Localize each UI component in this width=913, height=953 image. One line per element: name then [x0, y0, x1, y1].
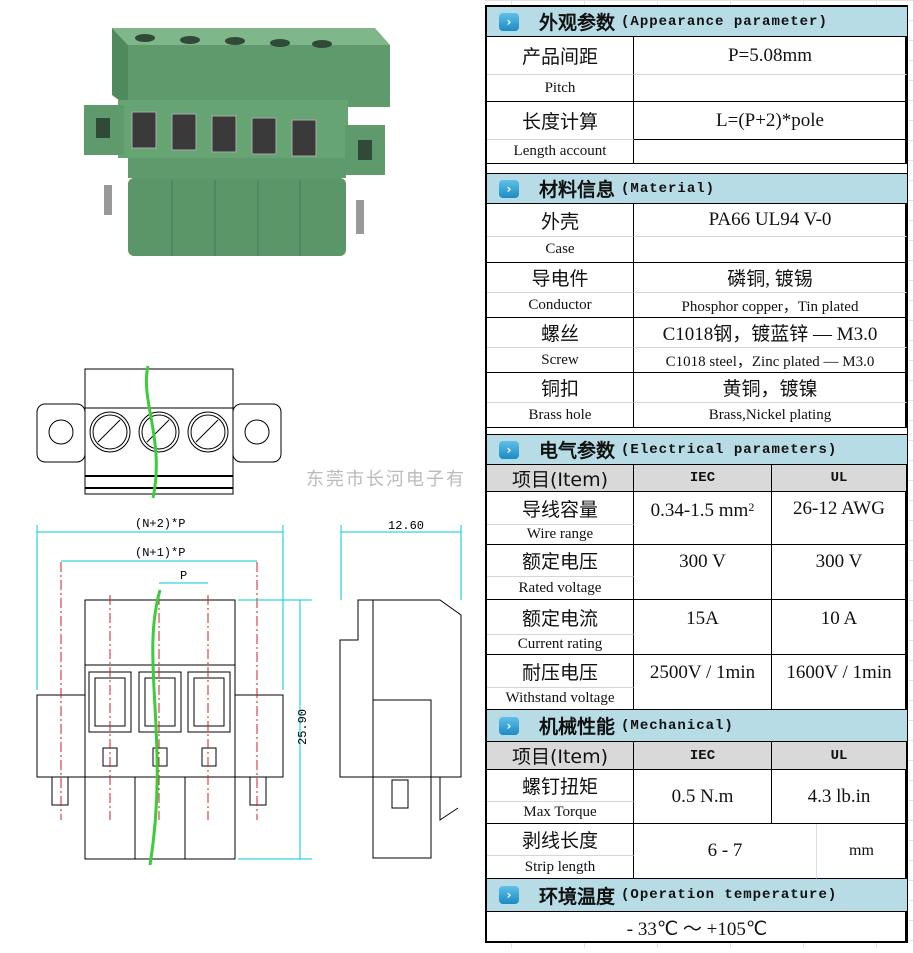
spacer-row	[487, 428, 907, 435]
dim-label-pitch: P	[180, 569, 187, 583]
spacer-row	[487, 164, 907, 174]
superscript: 2	[748, 500, 755, 514]
value-iec: 300 V	[634, 545, 772, 600]
label-zh: 额定电压	[487, 545, 634, 577]
value-strip-unit: mm	[817, 824, 907, 879]
label-zh: 螺丝	[487, 318, 634, 348]
value-zh: C1018钢，镀蓝锌 — M3.0	[634, 318, 907, 348]
value-en	[634, 237, 907, 263]
value-en: Phosphor copper，Tin plated	[634, 293, 907, 318]
label-en: Case	[487, 237, 634, 263]
chevron-right-icon: ›	[499, 179, 519, 198]
side-view-drawing	[339, 599, 462, 859]
item-header: 项目(Item)	[487, 742, 634, 770]
label-zh: 螺钉扭矩	[487, 770, 634, 802]
value-text: 0.34-1.5 mm	[650, 500, 749, 521]
section-header-appearance: ›外观参数(Appearance parameter)	[487, 7, 907, 37]
chevron-right-icon: ›	[499, 886, 519, 904]
label-zh: 耐压电压	[487, 655, 634, 688]
item-header: 项目(Item)	[487, 465, 634, 492]
label-zh: 剥线长度	[487, 824, 634, 856]
iec-header: IEC	[634, 465, 772, 492]
section-header-mechanical: ›机械性能(Mechanical)	[487, 710, 907, 742]
value-ul: 26-12 AWG	[772, 492, 907, 545]
label-en: Screw	[487, 348, 634, 373]
chevron-right-icon: ›	[499, 12, 519, 31]
dim-label-depth: 12.60	[388, 519, 424, 533]
value-temperature: - 33℃ ～ +105℃	[626, 919, 768, 940]
value-en: C1018 steel，Zinc plated — M3.0	[634, 348, 907, 373]
product-illustration: (N+2)*P (N+1)*P P 12.60 25.90	[36, 28, 462, 866]
label-en: Rated voltage	[487, 577, 634, 600]
label-en: Brass hole	[487, 403, 634, 428]
top-view-drawing	[36, 365, 282, 499]
spec-table: ›外观参数(Appearance parameter) 产品间距 Pitch P…	[485, 5, 908, 943]
value-ul: 4.3 lb.in	[772, 770, 907, 824]
value-strip: 6 - 7	[634, 824, 817, 879]
ul-header: UL	[772, 465, 907, 492]
label-en: Current rating	[487, 635, 634, 655]
label-zh: 外壳	[487, 204, 634, 237]
label-zh: 导线容量	[487, 492, 634, 525]
value-length: L=(P+2)*pole	[634, 102, 907, 140]
section-header-temperature: ›环境温度(Operation temperature)	[487, 879, 907, 912]
label-en: Max Torque	[487, 802, 634, 824]
dim-label-n1p: (N+1)*P	[135, 546, 185, 560]
value-iec: 15A	[634, 600, 772, 655]
label-en: Conductor	[487, 293, 634, 318]
label-zh: 产品间距	[487, 37, 634, 75]
iec-header: IEC	[634, 742, 772, 770]
label-en: Length account	[487, 140, 634, 164]
empty-cell	[634, 140, 907, 164]
label-en: Withstand voltage	[487, 688, 634, 710]
ul-header: UL	[772, 742, 907, 770]
label-zh: 额定电流	[487, 600, 634, 635]
value-zh: 黄铜，镀镍	[634, 373, 907, 403]
label-zh: 导电件	[487, 263, 634, 293]
dim-label-n2p: (N+2)*P	[135, 517, 185, 531]
dim-label-height: 25.90	[296, 709, 310, 745]
value-pitch: P=5.08mm	[634, 37, 907, 75]
label-en: Pitch	[487, 75, 634, 102]
section-header-electrical: ›电气参数(Electrical parameters)	[487, 435, 907, 465]
chevron-right-icon: ›	[499, 716, 519, 735]
value-ul: 1600V / 1min	[772, 655, 907, 710]
value-zh: 磷铜, 镀锡	[634, 263, 907, 293]
value-zh: PA66 UL94 V-0	[634, 204, 907, 237]
chevron-right-icon: ›	[499, 440, 519, 459]
label-zh: 铜扣	[487, 373, 634, 403]
product-drawings-pane: (N+2)*P (N+1)*P P 12.60 25.90	[36, 28, 462, 866]
value-ul: 300 V	[772, 545, 907, 600]
value-ul: 10 A	[772, 600, 907, 655]
label-en: Strip length	[487, 856, 634, 879]
front-view-drawing	[36, 525, 462, 866]
value-en: Brass,Nickel plating	[634, 403, 907, 428]
value-iec: 2500V / 1min	[634, 655, 772, 710]
label-zh: 长度计算	[487, 102, 634, 140]
section-header-material: ›材料信息(Material)	[487, 174, 907, 204]
empty-cell	[634, 75, 907, 102]
product-photo	[84, 28, 390, 256]
label-en: Wire range	[487, 525, 634, 545]
value-iec: 0.5 N.m	[634, 770, 772, 824]
